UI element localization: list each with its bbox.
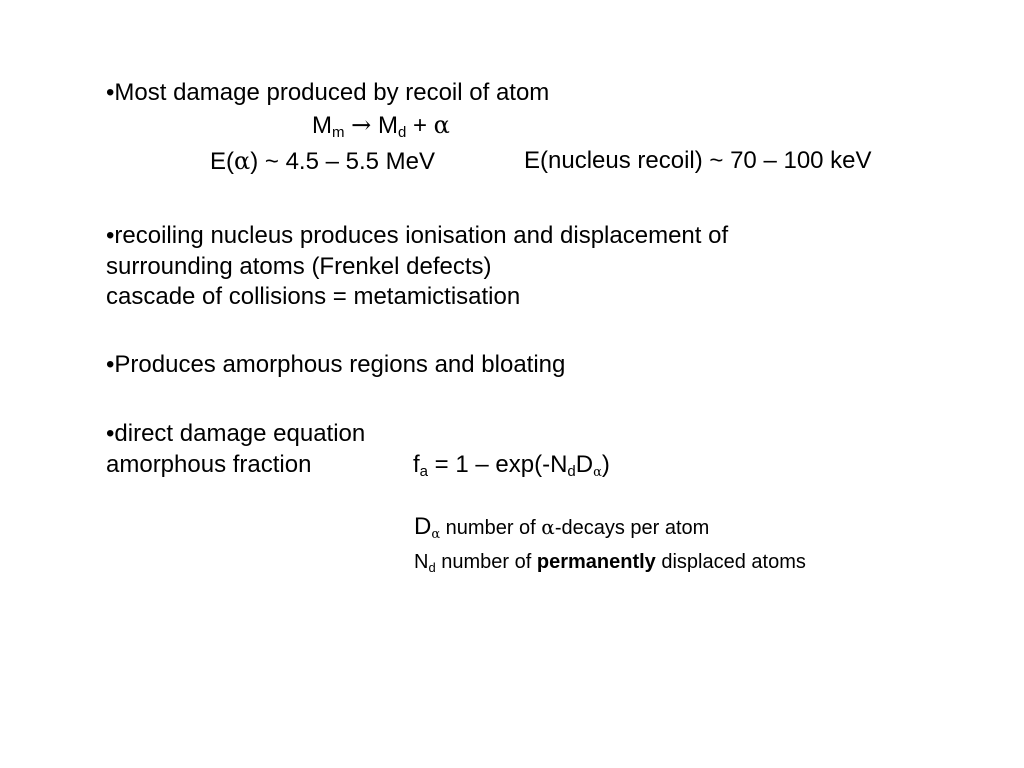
bullet-direct-damage: •direct damage equation [106, 419, 365, 449]
alpha-energy-symbol: α [234, 147, 251, 175]
eq-alpha-sub: α [593, 465, 602, 480]
def-d-text1: number of [440, 517, 542, 539]
alpha-energy-suffix: ) ~ 4.5 – 5.5 MeV [250, 148, 435, 175]
definition-n-d: Nd number of permanently displaced atoms [414, 549, 806, 575]
bullet-recoil-ionisation: •recoiling nucleus produces ionisation a… [106, 221, 728, 251]
bullet-amorphous-regions: •Produces amorphous regions and bloating [106, 350, 565, 380]
reaction-alpha: α [433, 111, 450, 139]
frenkel-defects-text: surrounding atoms (Frenkel defects) [106, 253, 492, 280]
definition-d-alpha: Dα number of α-decays per atom [414, 513, 710, 542]
metamictisation-line: cascade of collisions = metamictisation [106, 282, 520, 312]
reaction-equation: Mm → Md + α [312, 110, 450, 141]
amorphous-fraction-label: amorphous fraction [106, 450, 311, 480]
frenkel-defects-line: surrounding atoms (Frenkel defects) [106, 252, 492, 282]
amorphous-fraction-equation: fa = 1 – exp(-NdDα) [413, 450, 610, 480]
def-d-sub: α [431, 527, 441, 542]
bullet-recoil-damage-text: •Most damage produced by recoil of atom [106, 79, 550, 106]
reaction-daughter: M [377, 112, 398, 139]
def-n-text2: displaced atoms [655, 551, 806, 573]
bullet-recoil-damage: •Most damage produced by recoil of atom [106, 78, 549, 108]
bullet-recoil-ionisation-text: •recoiling nucleus produces ionisation a… [106, 222, 729, 249]
alpha-energy-prefix: E( [210, 148, 234, 175]
def-n-bold: permanently [536, 551, 656, 573]
reaction-daughter-sub: d [397, 124, 407, 141]
bullet-amorphous-regions-text: •Produces amorphous regions and bloating [106, 351, 566, 378]
eq-f: f [413, 451, 420, 478]
reaction-parent-sub: m [332, 124, 345, 141]
bullet-direct-damage-text: •direct damage equation [106, 420, 366, 447]
eq-close: ) [601, 451, 610, 478]
def-d-alpha: α [541, 515, 555, 539]
amorphous-fraction-label-text: amorphous fraction [106, 451, 312, 478]
reaction-parent: M [312, 112, 332, 139]
metamictisation-text: cascade of collisions = metamictisation [106, 283, 521, 310]
alpha-energy: E(α) ~ 4.5 – 5.5 MeV [210, 146, 435, 177]
def-d-symbol: D [414, 513, 432, 540]
eq-f-sub: a [419, 463, 429, 480]
recoil-energy: E(nucleus recoil) ~ 70 – 100 keV [524, 146, 872, 176]
def-n-sub: d [428, 560, 436, 575]
eq-n-sub: d [567, 463, 576, 480]
eq-d: D [575, 451, 594, 478]
def-n-text1: number of [435, 551, 537, 573]
reaction-plus: + [412, 112, 427, 139]
recoil-energy-text: E(nucleus recoil) ~ 70 – 100 keV [524, 147, 872, 174]
reaction-arrow: → [351, 111, 372, 139]
eq-mid: = 1 – exp(-N [428, 451, 568, 478]
def-n-symbol: N [414, 551, 429, 573]
def-d-text2: -decays per atom [554, 517, 710, 539]
